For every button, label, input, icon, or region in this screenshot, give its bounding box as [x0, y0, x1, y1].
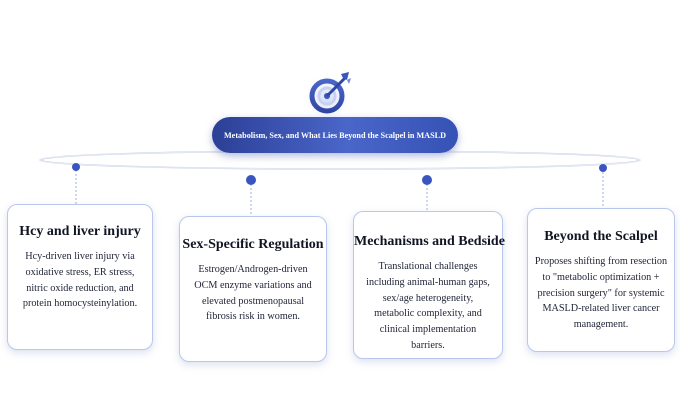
card-sex-specific-regulation: Sex-Specific Regulation Estrogen/Androge… [179, 216, 327, 362]
card-mechanisms-bedside: Mechanisms and Bedside Translational cha… [353, 211, 505, 359]
card-beyond-the-scalpel: Beyond the Scalpel Proposes shifting fro… [527, 208, 675, 352]
card-body: Translational challenges including anima… [366, 261, 490, 352]
page-title: Metabolism, Sex, and What Lies Beyond th… [223, 130, 447, 140]
target-arrow-icon [305, 72, 351, 118]
card-heading: Beyond the Scalpel [544, 229, 658, 244]
card-body: Proposes shifting from resection to "met… [534, 256, 668, 331]
card-hcy-liver-injury: Hcy and liver injury Hcy-driven liver in… [7, 204, 153, 350]
card-body: Estrogen/Androgen-driven OCM enzyme vari… [194, 264, 312, 323]
card-body: Hcy-driven liver injury via oxidative st… [22, 251, 138, 310]
card-heading: Sex-Specific Regulation [182, 237, 324, 252]
card-heading: Mechanisms and Bedside [354, 234, 505, 249]
title-banner: Metabolism, Sex, and What Lies Beyond th… [212, 117, 458, 153]
card-heading: Hcy and liver injury [19, 224, 141, 239]
